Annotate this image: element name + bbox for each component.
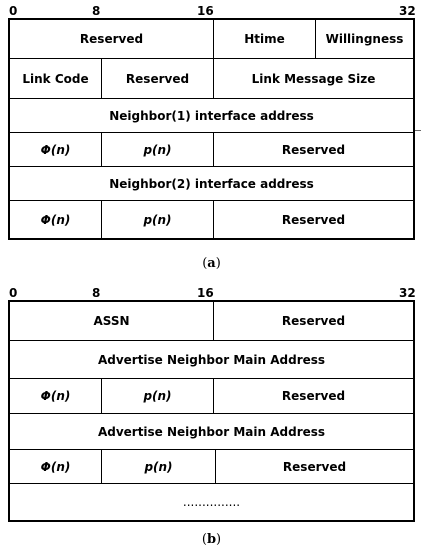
p-n-field: p(n) xyxy=(101,379,213,413)
reserved-field: Reserved xyxy=(213,302,413,340)
reserved-field: Reserved xyxy=(213,201,413,238)
bit-label-16: 16 xyxy=(197,4,214,18)
table-row: Neighbor(2) interface address xyxy=(10,166,413,200)
table-row: Φ(n) p(n) Reserved xyxy=(10,200,413,238)
table-row: ASSN Reserved xyxy=(10,302,413,340)
p-n-field: p(n) xyxy=(101,450,215,483)
bit-label-0: 0 xyxy=(9,4,18,18)
reserved-field: Reserved xyxy=(213,133,413,166)
table-row: Φ(n) p(n) Reserved xyxy=(10,132,413,166)
edge-tick xyxy=(415,130,421,131)
advertise-neighbor-main-address-field: Advertise Neighbor Main Address xyxy=(97,424,326,439)
table-row: ............... xyxy=(10,483,413,520)
reserved-field: Reserved xyxy=(215,450,413,483)
bit-label-32: 32 xyxy=(399,286,416,300)
reserved-field: Reserved xyxy=(79,32,144,46)
table-row: Advertise Neighbor Main Address xyxy=(10,413,413,449)
table-row: Reserved Htime Willingness xyxy=(10,20,413,58)
p-n-field: p(n) xyxy=(101,133,213,166)
bit-label-0: 0 xyxy=(9,286,18,300)
advertise-neighbor-main-address-field: Advertise Neighbor Main Address xyxy=(97,352,326,367)
phi-n-field: Φ(n) xyxy=(40,459,71,474)
neighbor-2-interface-address-field: Neighbor(2) interface address xyxy=(109,176,314,191)
willingness-field: Willingness xyxy=(315,20,413,58)
reserved-field: Reserved xyxy=(213,379,413,413)
packet-format-table-a: Reserved Htime Willingness Link Code Res… xyxy=(8,18,415,240)
p-n-field: p(n) xyxy=(101,201,213,238)
bit-label-8: 8 xyxy=(92,286,101,300)
bit-label-8: 8 xyxy=(92,4,101,18)
caption-a: (a) xyxy=(202,256,221,271)
table-row: Advertise Neighbor Main Address xyxy=(10,340,413,378)
table-row: Φ(n) p(n) Reserved xyxy=(10,449,413,483)
assn-field: ASSN xyxy=(93,314,130,328)
link-code-field: Link Code xyxy=(22,71,89,86)
phi-n-field: Φ(n) xyxy=(40,212,71,227)
table-row: Link Code Reserved Link Message Size xyxy=(10,58,413,98)
link-message-size-field: Link Message Size xyxy=(213,59,413,98)
table-row: Neighbor(1) interface address xyxy=(10,98,413,132)
table-row: Φ(n) p(n) Reserved xyxy=(10,378,413,413)
packet-format-table-b: ASSN Reserved Advertise Neighbor Main Ad… xyxy=(8,300,415,522)
bit-label-32: 32 xyxy=(399,4,416,18)
ellipsis-continuation: ............... xyxy=(182,495,241,509)
bit-label-16: 16 xyxy=(197,286,214,300)
phi-n-field: Φ(n) xyxy=(40,389,71,403)
htime-field: Htime xyxy=(213,20,315,58)
reserved-field: Reserved xyxy=(101,59,213,98)
neighbor-1-interface-address-field: Neighbor(1) interface address xyxy=(109,108,314,123)
caption-b: (b) xyxy=(201,532,222,547)
phi-n-field: Φ(n) xyxy=(40,142,71,157)
